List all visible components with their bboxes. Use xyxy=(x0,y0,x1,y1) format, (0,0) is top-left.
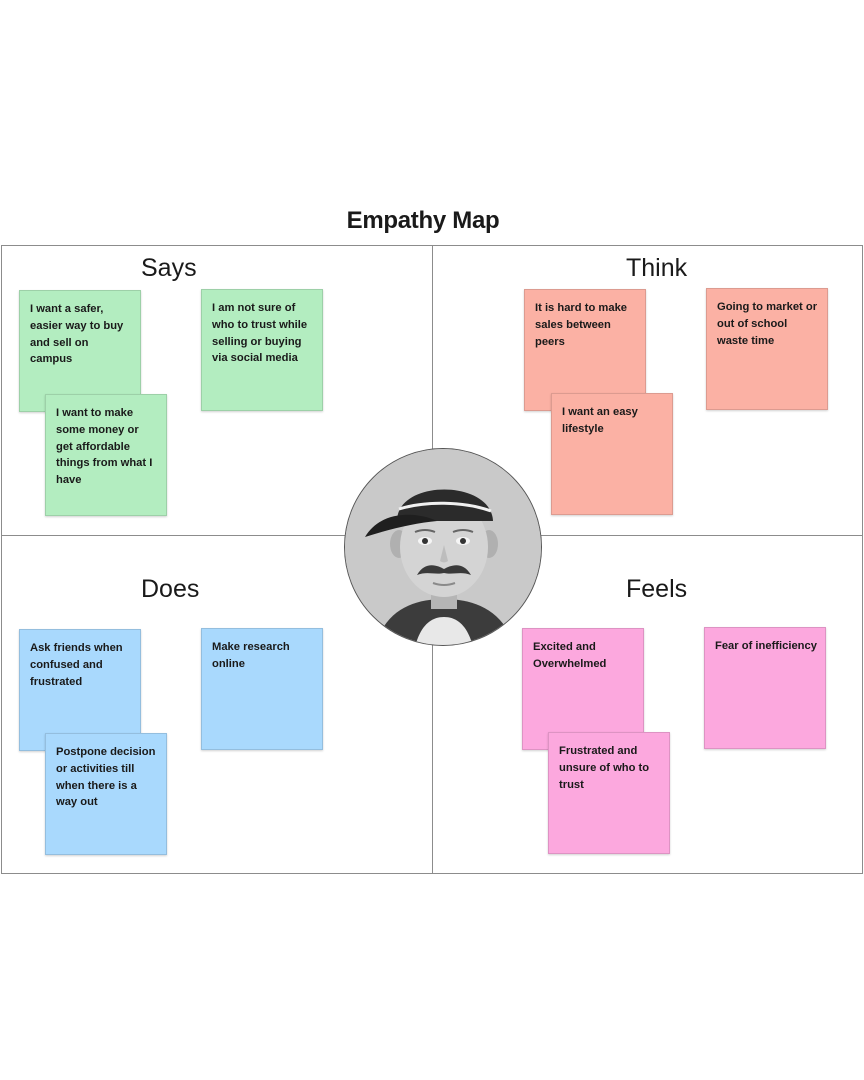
sticky-note-says-2[interactable]: I want to make some money or get afforda… xyxy=(45,394,167,516)
sticky-note-think-2[interactable]: I want an easy lifestyle xyxy=(551,393,673,515)
sticky-note-does-1[interactable]: Ask friends when confused and frustrated xyxy=(19,629,141,751)
sticky-note-says-3[interactable]: I am not sure of who to trust while sell… xyxy=(201,289,323,411)
does-heading: Does xyxy=(141,575,200,603)
says-heading: Says xyxy=(141,254,197,282)
sticky-note-think-3[interactable]: Going to market or out of school waste t… xyxy=(706,288,828,410)
sticky-note-feels-2[interactable]: Frustrated and unsure of who to trust xyxy=(548,732,670,854)
sticky-note-does-2[interactable]: Postpone decision or activities till whe… xyxy=(45,733,167,855)
persona-portrait-illustration xyxy=(345,449,541,645)
think-heading: Think xyxy=(626,254,688,282)
persona-portrait xyxy=(344,448,542,646)
page-title: Empathy Map xyxy=(346,207,500,234)
sticky-note-feels-3[interactable]: Fear of inefficiency xyxy=(704,627,826,749)
sticky-note-does-3[interactable]: Make research online xyxy=(201,628,323,750)
sticky-note-think-1[interactable]: It is hard to make sales between peers xyxy=(524,289,646,411)
sticky-note-says-1[interactable]: I want a safer, easier way to buy and se… xyxy=(19,290,141,412)
sticky-note-feels-1[interactable]: Excited and Overwhelmed xyxy=(522,628,644,750)
feels-heading: Feels xyxy=(626,575,688,603)
